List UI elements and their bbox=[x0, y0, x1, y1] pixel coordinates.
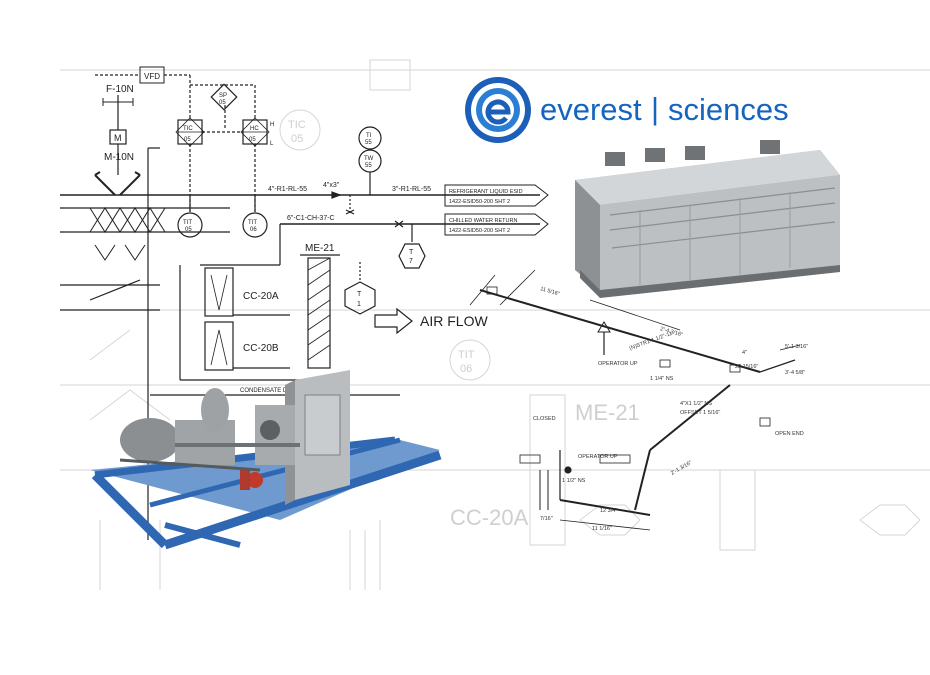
brand-separator: | bbox=[651, 91, 659, 126]
iso-label-12: CLOSED bbox=[533, 416, 556, 422]
everest-logo: everest | sciences bbox=[465, 77, 789, 143]
iso-label-4: OPERATOR UP bbox=[598, 361, 638, 367]
everest-swirl-icon bbox=[465, 77, 531, 143]
flag2-line1: CHILLED WATER RETURN bbox=[449, 218, 517, 224]
faint-label-tic: TIC bbox=[288, 119, 306, 131]
h-letter: H bbox=[270, 122, 274, 128]
iso-label-11: OFFSET 1 5/16" bbox=[680, 410, 720, 416]
tw-num: 55 bbox=[365, 163, 372, 169]
airflow-arrow bbox=[374, 307, 413, 335]
hc-label: HC bbox=[250, 126, 259, 132]
brand-everest: everest bbox=[540, 92, 642, 127]
iso-label-7: 23 15/16" bbox=[735, 364, 758, 370]
cc20b-coil bbox=[204, 321, 234, 371]
t7-instrument bbox=[398, 243, 426, 269]
vfd-label: VFD bbox=[144, 72, 160, 81]
tit06-instrument bbox=[242, 212, 268, 238]
tic-num: 05 bbox=[184, 137, 191, 143]
iso-label-9: 3'-4 5/8" bbox=[785, 370, 805, 376]
iso-label-14: OPEN END bbox=[775, 431, 804, 437]
t1-instrument bbox=[344, 281, 376, 315]
tit06-label: TIT bbox=[248, 220, 257, 226]
cc20a-coil bbox=[204, 267, 234, 317]
flag1-line1: REFRIGERANT LIQUID ESID bbox=[449, 189, 523, 195]
line1-label: 4"-R1-RL-55 bbox=[268, 186, 307, 193]
iso-label-18: 12 3/4" bbox=[600, 508, 617, 514]
t7-label: T bbox=[409, 249, 414, 256]
hc-num: 05 bbox=[249, 137, 256, 143]
t1-num: 1 bbox=[357, 301, 361, 308]
t1-label: T bbox=[357, 291, 362, 298]
motor-symbol-label: M bbox=[114, 133, 122, 143]
ti-label: TI bbox=[366, 133, 372, 139]
pid-labels: VFD F-10N M M-10N SP 05 TIC 05 HC 05 H L… bbox=[104, 72, 523, 394]
iso-label-17: 11 1/16" bbox=[592, 526, 612, 532]
tic-label: TIC bbox=[183, 126, 193, 132]
faint-label-cc20a: CC-20A bbox=[450, 505, 529, 530]
iso-label-6: 4" bbox=[742, 350, 747, 356]
iso-tag-1 bbox=[486, 286, 498, 295]
faint-label-tic-num: 05 bbox=[291, 133, 303, 145]
t7-num: 7 bbox=[409, 258, 413, 265]
motor-tag-label: M-10N bbox=[104, 152, 134, 163]
reducer-label: 4"x3" bbox=[323, 182, 340, 189]
iso-label-5: 1 1/4" NS bbox=[650, 376, 674, 382]
faint-label-me21: ME-21 bbox=[575, 400, 640, 425]
cc20a-label: CC-20A bbox=[243, 291, 279, 302]
ti-num: 55 bbox=[365, 140, 372, 146]
sp-label: SP bbox=[219, 93, 227, 99]
flag-chilled-water bbox=[444, 213, 549, 236]
iso-fitting bbox=[564, 466, 572, 474]
tit06-num: 06 bbox=[250, 227, 257, 233]
ti-instrument bbox=[358, 126, 382, 150]
pid-diagram bbox=[60, 66, 549, 540]
iso-label-10: 4"X1 1/2" NS bbox=[680, 401, 712, 407]
tit05-label: TIT bbox=[183, 220, 192, 226]
faint-labels: ME-21 CC-20A TIT 06 TIC 05 bbox=[288, 119, 640, 530]
fan-tag-label: F-10N bbox=[106, 84, 134, 95]
iso-label-16: 2'-1 3/16" bbox=[670, 460, 693, 477]
isometric-drawing bbox=[469, 269, 801, 531]
iso-tag-6 bbox=[759, 417, 771, 427]
reducer-symbol bbox=[331, 191, 342, 199]
iso-label-19: 7/16" bbox=[540, 516, 553, 522]
line3-label: 6"-C1-CH-37-C bbox=[287, 215, 335, 222]
sp-num: 05 bbox=[219, 100, 226, 106]
iso-tag-5 bbox=[599, 454, 631, 464]
iso-tag-4 bbox=[519, 454, 541, 464]
tw-label: TW bbox=[364, 156, 374, 162]
iso-tag-2 bbox=[659, 359, 671, 368]
iso-tag-3 bbox=[729, 364, 741, 373]
sp-instrument bbox=[210, 83, 238, 111]
skid-equipment-image bbox=[90, 370, 442, 550]
iso-label-15: 1 1/2" NS bbox=[562, 478, 586, 484]
brand-sciences: sciences bbox=[668, 92, 789, 127]
airflow-label: AIR FLOW bbox=[420, 313, 488, 329]
iso-label-13: OPERATOR UP bbox=[578, 454, 618, 460]
condensate-label: CONDENSATE DR bbox=[240, 388, 292, 394]
tit05-num: 05 bbox=[185, 227, 192, 233]
flag-refrigerant bbox=[444, 184, 549, 207]
line2-label: 3"-R1-RL-55 bbox=[392, 186, 431, 193]
flag1-line2: 1422-ESID50-200 SHT 2 bbox=[449, 199, 510, 205]
cc20b-label: CC-20B bbox=[243, 343, 279, 354]
tit05-instrument bbox=[177, 212, 203, 238]
faint-label-tit-num: 06 bbox=[460, 363, 472, 375]
l-letter: L bbox=[270, 141, 274, 147]
flag2-line2: 1422-ESID50-200 SHT 2 bbox=[449, 228, 510, 234]
me21-duct bbox=[307, 257, 331, 369]
faint-label-tit: TIT bbox=[458, 349, 475, 361]
iso-label-8: 5'-1 3/16" bbox=[785, 344, 808, 350]
air-cooled-unit-image bbox=[575, 140, 840, 298]
iso-label-3: (N)STR1-1 1/2"-11 bbox=[629, 331, 674, 352]
me21-label: ME-21 bbox=[305, 243, 335, 254]
iso-label-1: 11 5/16" bbox=[539, 286, 560, 297]
